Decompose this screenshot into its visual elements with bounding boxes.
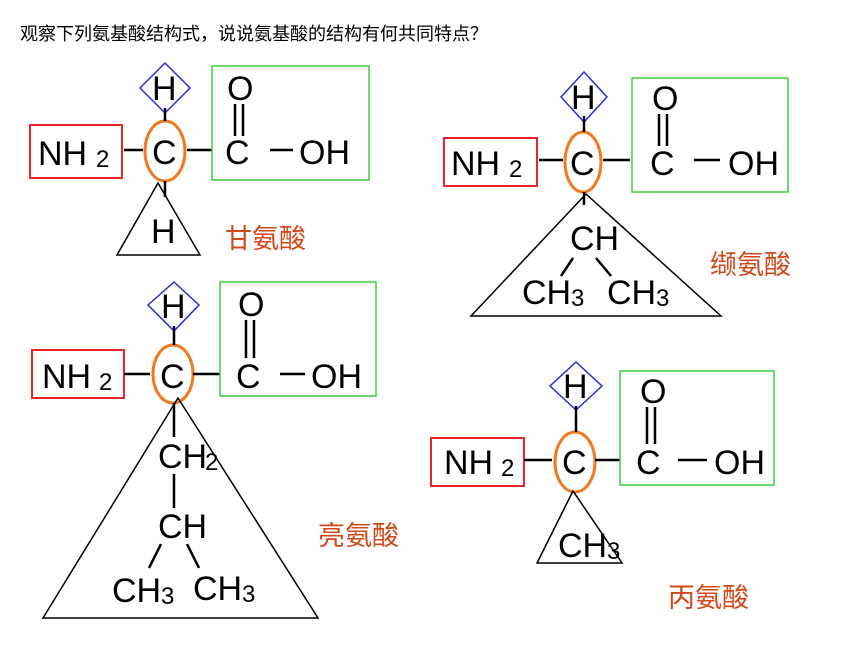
leucine-carboxyl-c: C	[236, 358, 261, 396]
glycine-amino-box	[29, 124, 123, 179]
alanine-ch3-sub: 3	[607, 538, 620, 565]
leucine-ch3-left-sub: 3	[161, 583, 174, 610]
glycine-oh: OH	[299, 134, 350, 172]
leucine-o: O	[238, 286, 264, 324]
question-text: 观察下列氨基酸结构式，说说氨基酸的结构有何共同特点？	[20, 24, 488, 45]
valine-oh: OH	[728, 145, 779, 183]
valine-h-top: H	[571, 79, 596, 117]
valine-ch3-right: CH	[607, 274, 656, 312]
glycine-structure: NH 2 C H O C OH H 甘氨酸	[29, 61, 370, 256]
leucine-structure: NH 2 C H O C OH CH 2 CH CH 3 C	[31, 280, 399, 619]
valine-ch: CH	[570, 220, 619, 258]
leucine-ch3-left: CH	[112, 572, 161, 610]
glycine-nh: NH	[38, 135, 87, 173]
alanine-amino-box	[430, 437, 525, 487]
valine-structure: NH 2 C H O C OH CH CH 3 CH 3 缬氨酸	[443, 70, 791, 317]
valine-alpha-c: C	[570, 145, 595, 183]
glycine-name: 甘氨酸	[225, 224, 306, 255]
alanine-nh: NH	[444, 444, 493, 482]
alanine-r-triangle	[535, 489, 624, 564]
glycine-carboxyl-c: C	[225, 134, 250, 172]
alanine-oh: OH	[714, 444, 765, 482]
alanine-h-top: H	[563, 368, 588, 406]
leucine-nh: NH	[42, 358, 91, 396]
leucine-alpha-c: C	[160, 358, 185, 396]
alanine-alpha-c: C	[562, 444, 587, 482]
valine-carboxyl-c: C	[650, 145, 675, 183]
valine-o: O	[652, 80, 678, 118]
glycine-r-triangle	[115, 181, 202, 256]
alanine-o: O	[640, 373, 666, 411]
glycine-h-top: H	[152, 70, 177, 108]
glycine-r-h: H	[151, 213, 176, 251]
leucine-carboxyl-box	[219, 281, 377, 397]
leucine-r-triangle	[41, 396, 320, 619]
alanine-carboxyl-box	[619, 370, 775, 486]
alanine-ch3: CH	[558, 527, 607, 565]
valine-bond-ch-ch3-left	[559, 257, 575, 277]
glycine-o: O	[227, 70, 253, 108]
valine-name: 缬氨酸	[710, 250, 791, 281]
alanine-carboxyl-c: C	[636, 444, 661, 482]
valine-amino-box	[443, 137, 538, 187]
glycine-alpha-c: C	[152, 134, 177, 172]
leucine-ch: CH	[158, 508, 207, 546]
valine-nh-sub: 2	[509, 156, 522, 183]
valine-carboxyl-box	[631, 77, 789, 193]
leucine-ch2-sub: 2	[205, 449, 218, 476]
alanine-name: 丙氨酸	[668, 583, 749, 614]
valine-nh: NH	[451, 145, 500, 183]
leucine-name: 亮氨酸	[318, 521, 399, 552]
valine-ch3-right-sub: 3	[656, 285, 669, 312]
leucine-ch2: CH	[158, 438, 207, 476]
leucine-bond-ch-ch3-right	[185, 543, 201, 569]
valine-bond-ch-ch3-right	[595, 257, 612, 277]
leucine-nh-sub: 2	[99, 369, 112, 396]
alanine-structure: NH 2 C H O C OH CH 3 丙氨酸	[430, 360, 775, 614]
valine-ch3-left-sub: 3	[571, 285, 584, 312]
valine-ch3-left: CH	[522, 274, 571, 312]
glycine-carboxyl-box	[211, 65, 370, 181]
leucine-bond-ch-ch3-left	[147, 543, 163, 569]
leucine-ch3-right-sub: 3	[242, 581, 255, 608]
leucine-h-top: H	[161, 288, 186, 326]
glycine-nh-sub: 2	[96, 146, 109, 173]
alanine-nh-sub: 2	[501, 455, 514, 482]
valine-r-triangle	[469, 192, 723, 317]
leucine-ch3-right: CH	[193, 570, 242, 608]
leucine-oh: OH	[311, 358, 362, 396]
